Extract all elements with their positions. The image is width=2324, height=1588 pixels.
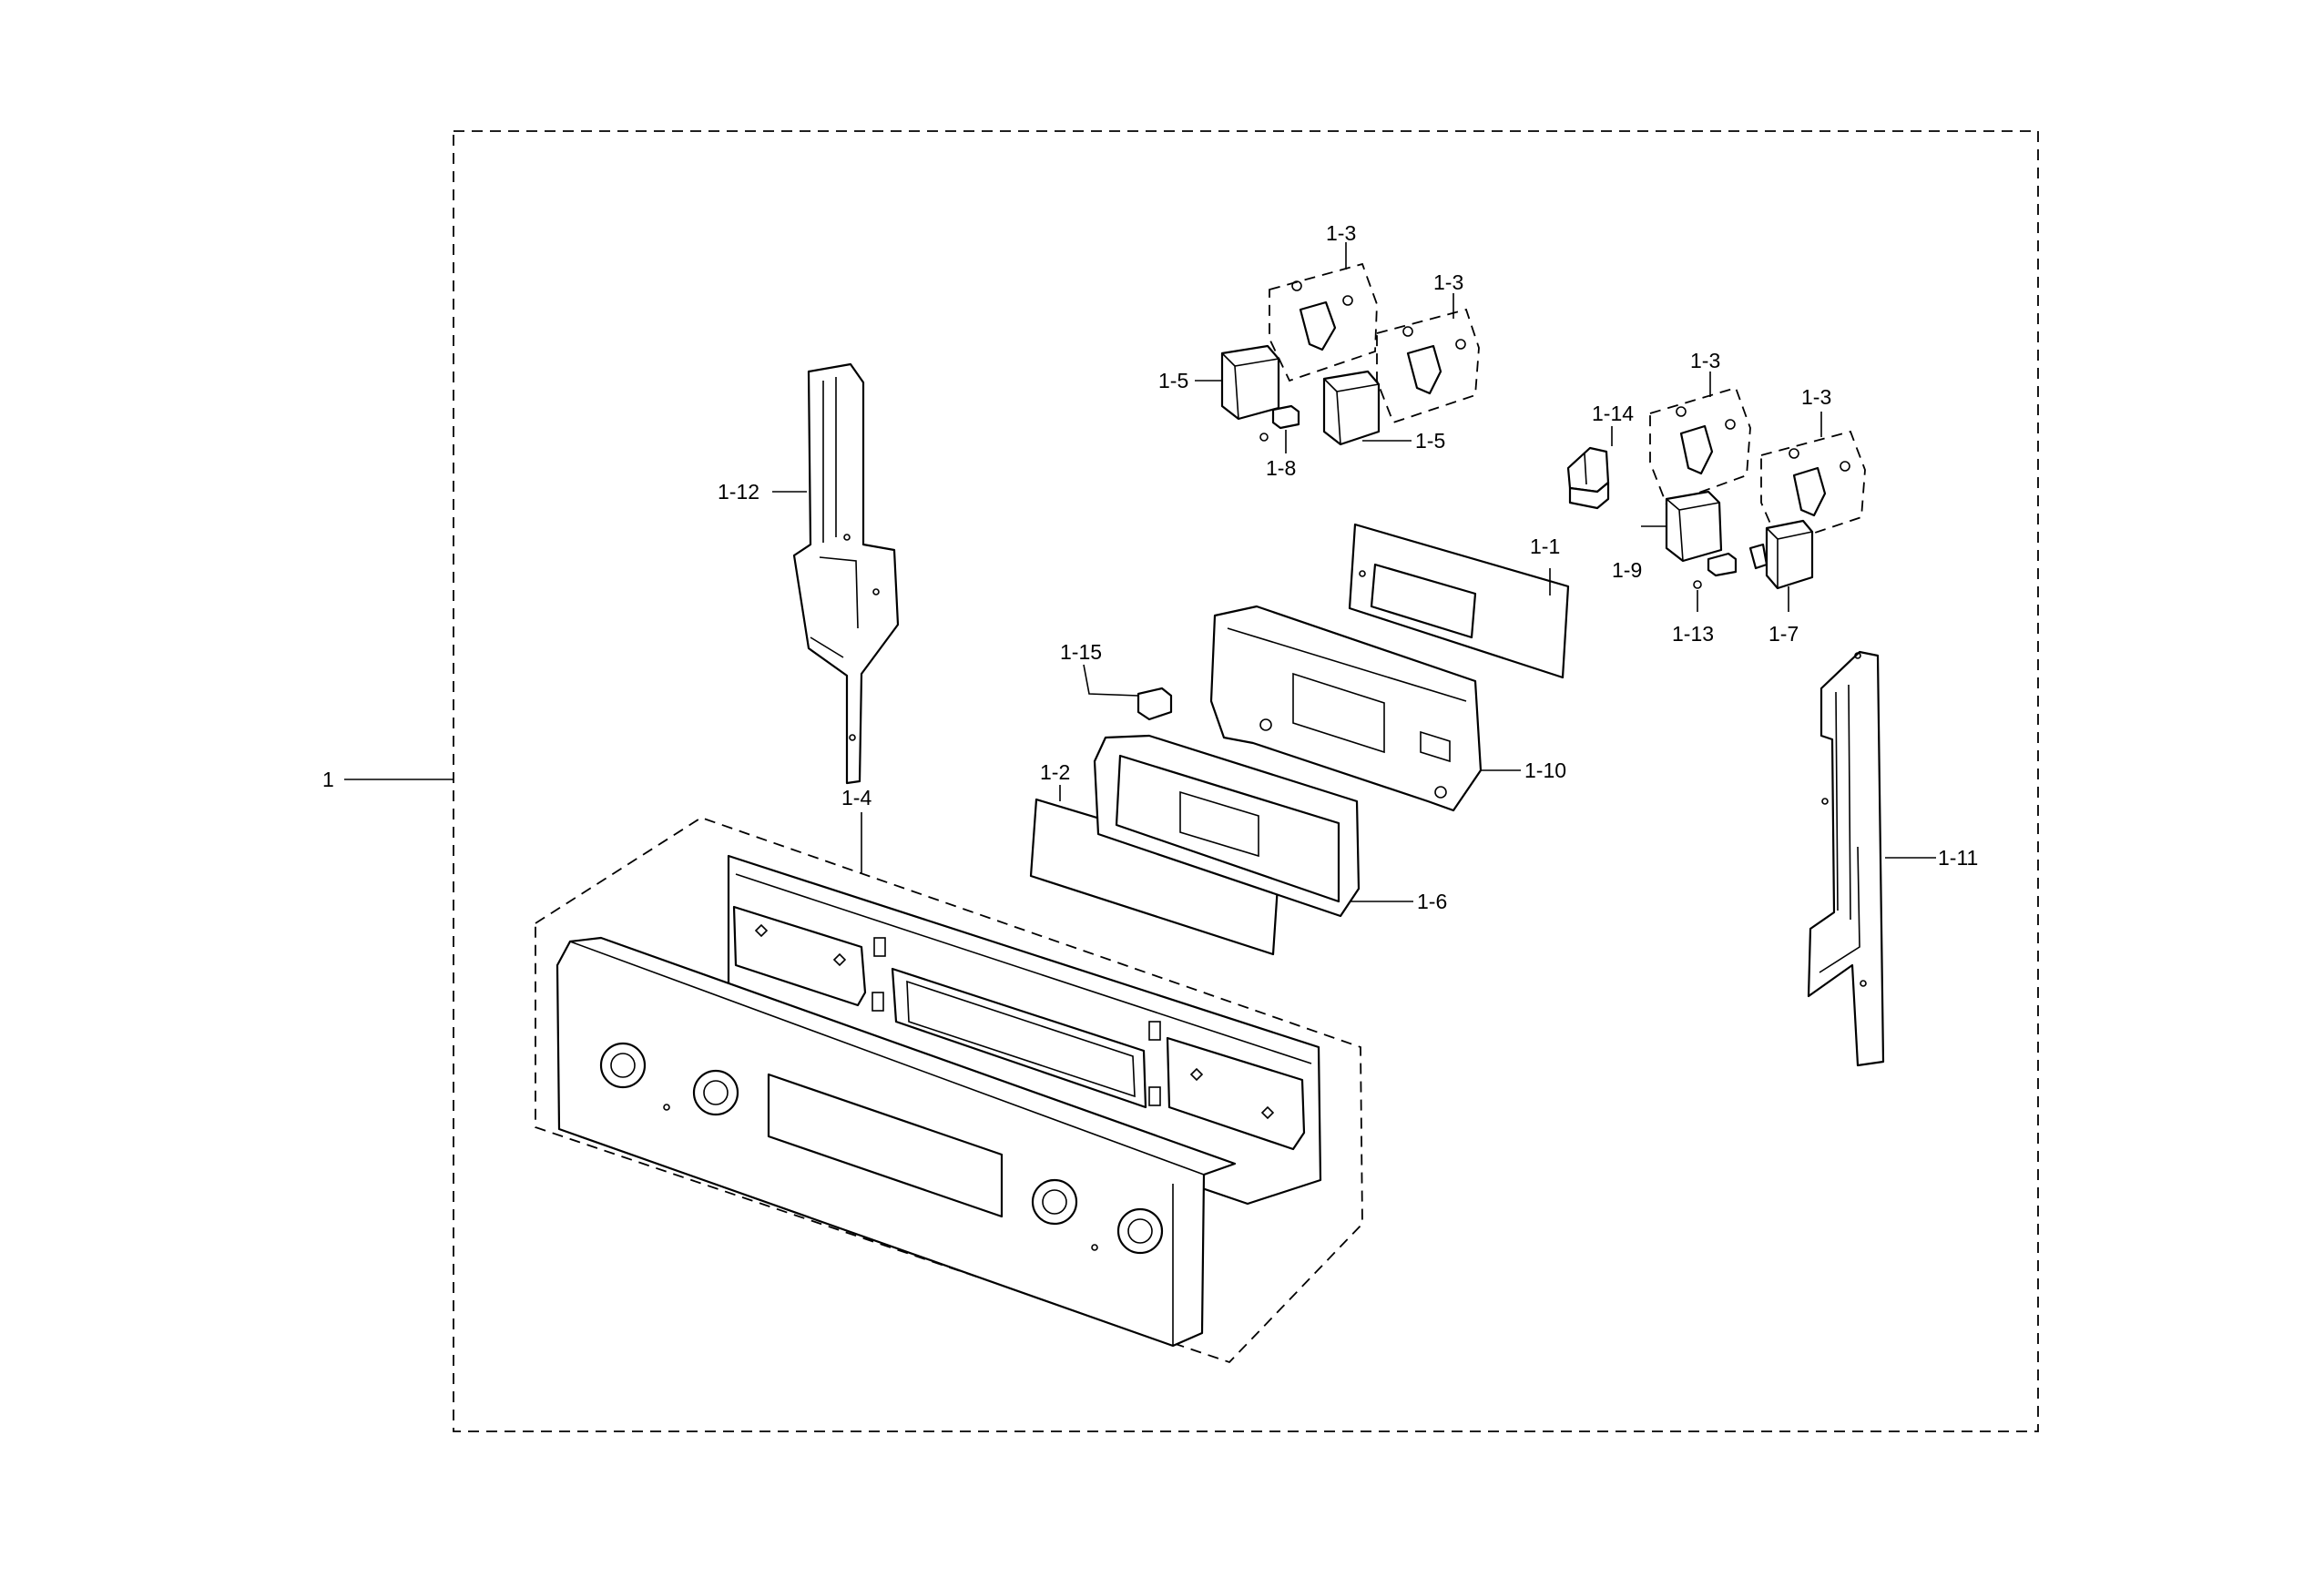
label-1-2: 1-2 <box>1040 760 1070 784</box>
part-1-4-front-fascia <box>556 936 1237 1348</box>
callout-1-13: 1-13 <box>1672 590 1714 646</box>
label-1-10: 1-10 <box>1524 758 1566 782</box>
callout-1-10: 1-10 <box>1481 758 1566 782</box>
label-1-11: 1-11 <box>1938 846 1978 870</box>
part-1-10-board-bracket <box>1209 605 1483 812</box>
label-1-12: 1-12 <box>718 480 759 504</box>
label-1-3c: 1-3 <box>1690 349 1720 372</box>
label-1-13: 1-13 <box>1672 622 1714 646</box>
callout-1: 1 <box>322 768 454 791</box>
callout-1-3a: 1-3 <box>1326 221 1356 270</box>
part-1-6-display-frame <box>1093 734 1361 918</box>
label-1-5a: 1-5 <box>1158 369 1188 392</box>
part-1-11-side-bracket <box>1807 650 1885 1067</box>
part-1-13-terminal <box>1693 552 1738 589</box>
assembly-boundary <box>453 130 2039 1432</box>
label-1-3d: 1-3 <box>1801 385 1831 409</box>
callout-1-3c: 1-3 <box>1690 349 1720 397</box>
part-1-3-switch-c <box>1649 386 1751 506</box>
callout-1-9: 1-9 <box>1612 525 1667 582</box>
callout-1-14: 1-14 <box>1592 402 1634 446</box>
part-1-1-control-board <box>1348 523 1570 679</box>
label-1-15: 1-15 <box>1060 640 1102 664</box>
callout-1-8: 1-8 <box>1266 430 1296 480</box>
callout-1-6: 1-6 <box>1350 890 1447 913</box>
part-1-5-switch-body-b <box>1322 370 1381 446</box>
part-1-9-relay <box>1665 490 1723 563</box>
callout-1-7: 1-7 <box>1768 586 1799 646</box>
label-1-6: 1-6 <box>1417 890 1447 913</box>
callout-1-4: 1-4 <box>841 786 872 874</box>
callout-1-5a: 1-5 <box>1158 369 1222 392</box>
label-1-3a: 1-3 <box>1326 221 1356 245</box>
label-1-5b: 1-5 <box>1415 429 1445 453</box>
part-1-15-clip <box>1137 687 1173 721</box>
part-1-12-side-bracket <box>792 362 900 785</box>
callout-1-2: 1-2 <box>1040 760 1070 801</box>
part-1-7-selector-switch <box>1748 519 1814 590</box>
callout-1-5b: 1-5 <box>1362 429 1445 453</box>
label-1-14: 1-14 <box>1592 402 1634 425</box>
callout-1-15: 1-15 <box>1060 640 1139 697</box>
part-1-5-switch-body-a <box>1220 344 1280 421</box>
callout-1-3d: 1-3 <box>1801 385 1831 437</box>
label-1-8: 1-8 <box>1266 456 1296 480</box>
label-1-9: 1-9 <box>1612 558 1642 582</box>
part-1-8-terminal <box>1259 404 1300 442</box>
part-1-3-switch-a <box>1269 262 1378 382</box>
callout-1-1: 1-1 <box>1530 534 1560 596</box>
label-1-7: 1-7 <box>1768 622 1799 646</box>
part-1-3-switch-d <box>1760 430 1866 546</box>
part-1-14-transformer <box>1566 446 1610 510</box>
callout-1-3b: 1-3 <box>1433 270 1463 319</box>
label-1-4: 1-4 <box>841 786 872 809</box>
label-1: 1 <box>322 768 334 791</box>
callout-1-12: 1-12 <box>718 480 807 504</box>
label-1-1: 1-1 <box>1530 534 1560 558</box>
part-1-3-switch-b <box>1376 308 1480 424</box>
part-1-4-group-boundary <box>535 817 1363 1364</box>
label-1-3b: 1-3 <box>1433 270 1463 294</box>
callout-1-11: 1-11 <box>1885 846 1978 870</box>
